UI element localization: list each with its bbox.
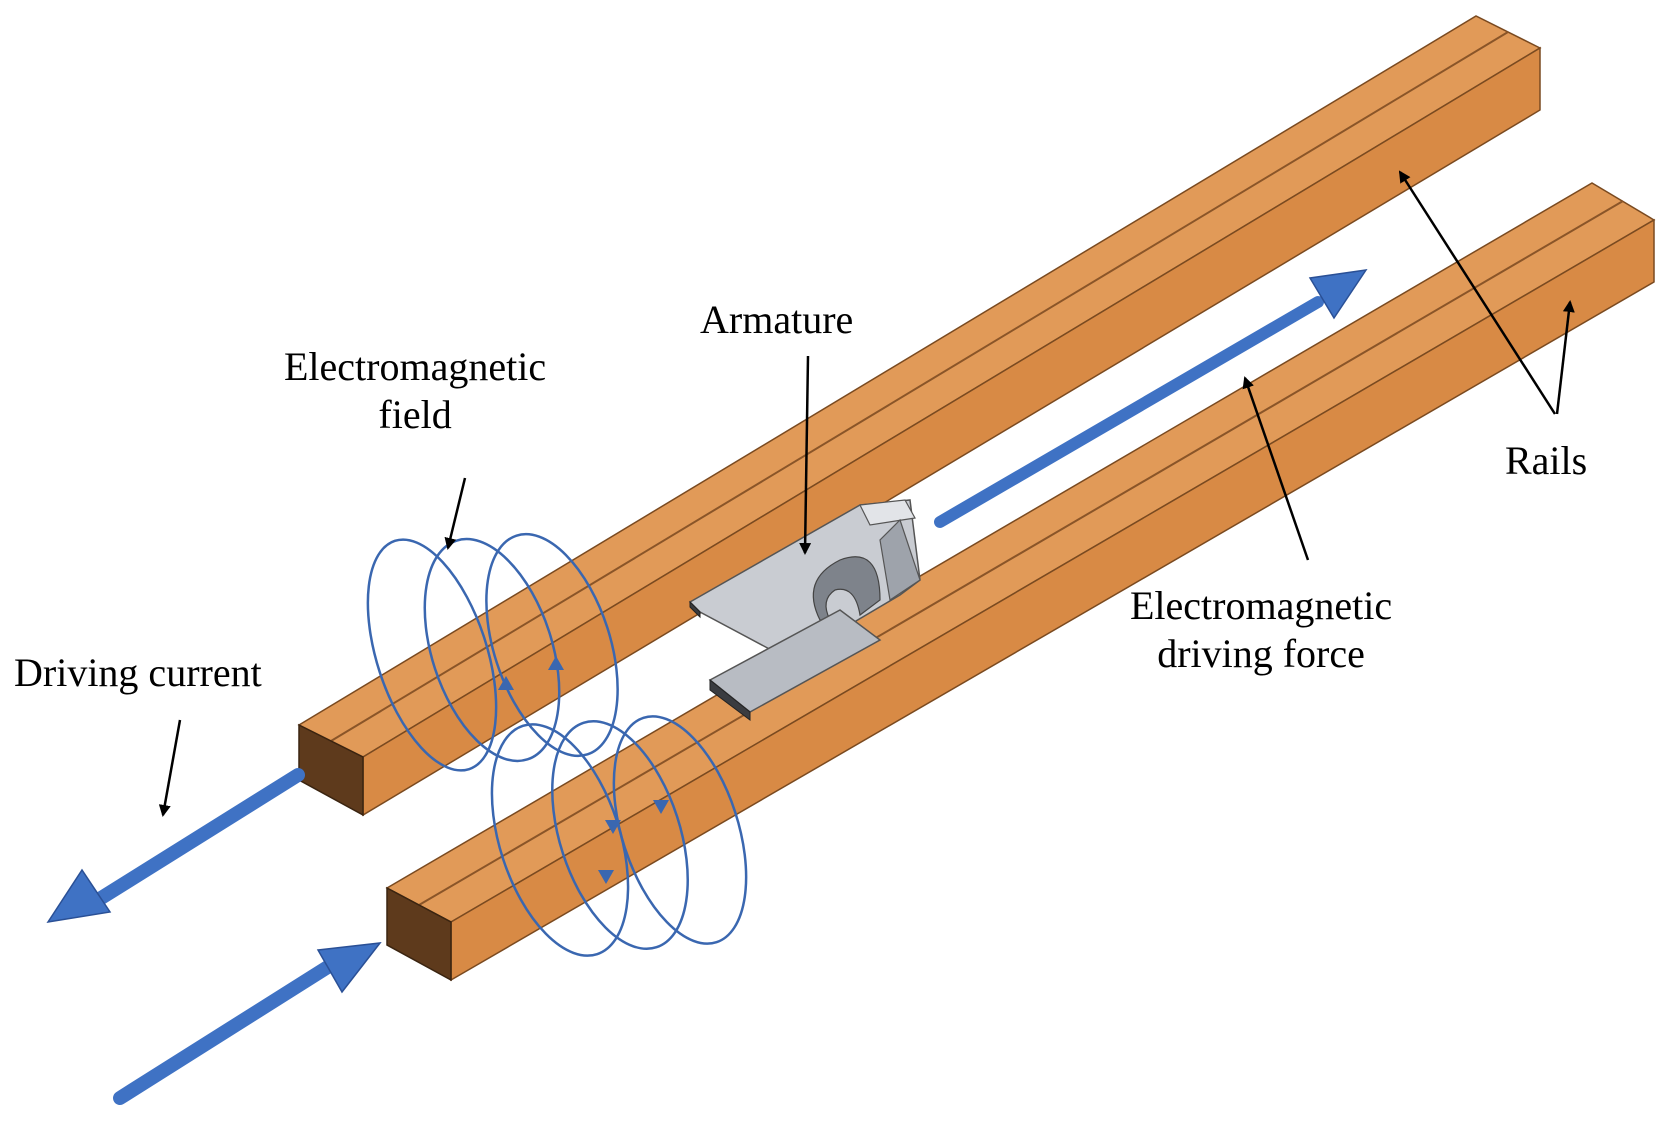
current-out-shaft <box>83 768 305 912</box>
label-em-driving-force: Electromagnetic driving force <box>1130 582 1392 678</box>
field-direction-marker-4 <box>653 800 669 814</box>
lower-rail-ridge <box>418 200 1624 906</box>
pointer-rails-upper <box>1398 170 1557 415</box>
force-arrow-head <box>1308 269 1368 320</box>
label-pointers <box>158 170 1575 817</box>
lower-rail-end <box>386 886 452 982</box>
label-em-force-line2: driving force <box>1157 631 1365 676</box>
label-em-field-line1: Electromagnetic <box>284 344 547 389</box>
label-armature: Armature <box>700 296 853 344</box>
upper-rail-ridge <box>330 31 1509 742</box>
field-direction-marker-5 <box>598 870 614 884</box>
pointer-driving-current <box>158 719 182 817</box>
field-loop-upper-1 <box>366 538 498 772</box>
lower-rail <box>385 182 1656 982</box>
label-driving-current: Driving current <box>14 649 262 697</box>
label-armature-text: Armature <box>700 297 854 342</box>
label-em-field-line2: field <box>378 392 452 437</box>
armature-upper-tip <box>689 600 701 619</box>
pointer-armature <box>799 355 812 555</box>
field-direction-marker-3 <box>605 820 621 834</box>
armature <box>688 499 921 721</box>
field-direction-marker-1 <box>548 656 564 670</box>
label-electromagnetic-field: Electromagnetic field <box>284 343 546 439</box>
label-em-force-line1: Electromagnetic <box>1130 583 1393 628</box>
label-rails-text: Rails <box>1505 438 1588 483</box>
upper-rail-end <box>298 723 364 817</box>
label-driving-current-text: Driving current <box>14 650 262 695</box>
field-loop-lower-2 <box>551 720 689 950</box>
pointer-em-force <box>1242 376 1310 561</box>
force-arrow-shaft <box>934 296 1324 528</box>
pointer-em-field <box>444 477 467 550</box>
field-loop-upper-2 <box>423 537 561 763</box>
current-out-head <box>46 868 112 924</box>
armature-top <box>859 499 916 526</box>
field-direction-marker-2 <box>498 676 514 690</box>
armature-slot <box>812 556 881 621</box>
armature-side <box>879 518 921 602</box>
upper-rail <box>297 15 1542 817</box>
current-in-shaft <box>113 951 349 1105</box>
label-rails: Rails <box>1505 437 1587 485</box>
armature-lower-tip <box>709 678 751 721</box>
current-in-head <box>316 942 382 994</box>
blue-arrows <box>46 269 1368 1105</box>
electromagnetic-field-loops <box>366 532 748 957</box>
pointer-rails-lower <box>1555 300 1575 415</box>
field-loop-upper-3 <box>485 532 619 758</box>
field-loop-lower-3 <box>612 715 748 945</box>
